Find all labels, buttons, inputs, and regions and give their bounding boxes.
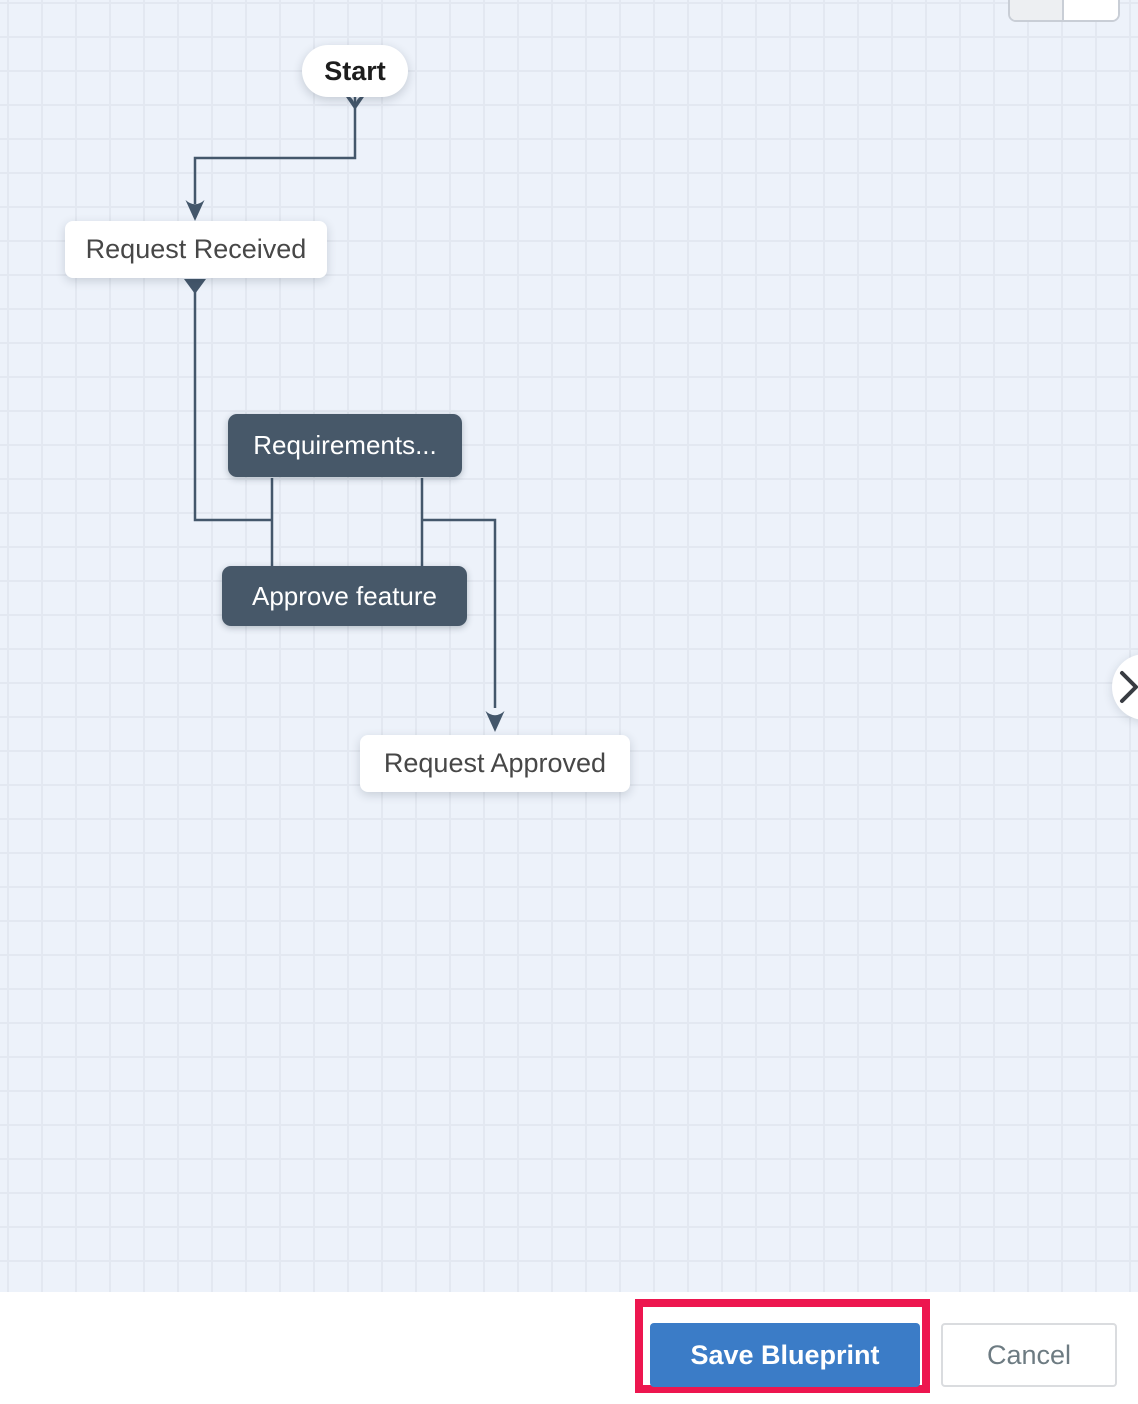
- canvas-zoom-control-left-button[interactable]: [1010, 0, 1065, 20]
- node-approve-feature[interactable]: Approve feature: [222, 566, 467, 626]
- request-received-output-port: [184, 279, 206, 294]
- arrowhead-into-request-received: [185, 200, 205, 221]
- node-request-approved[interactable]: Request Approved: [360, 735, 630, 792]
- cancel-button[interactable]: Cancel: [941, 1323, 1117, 1387]
- blueprint-canvas[interactable]: Start Request Received Requirements... A…: [0, 0, 1138, 1292]
- node-start-label: Start: [324, 55, 386, 86]
- node-request-approved-label: Request Approved: [383, 748, 607, 778]
- save-blueprint-button-label: Save Blueprint: [690, 1339, 880, 1370]
- arrowhead-into-request-approved: [485, 711, 505, 732]
- connector-request-received-branch: [193, 290, 272, 522]
- node-request-received-label: Request Received: [85, 234, 307, 264]
- node-request-received[interactable]: Request Received: [65, 221, 327, 278]
- expand-panel-button[interactable]: [1112, 654, 1138, 720]
- save-blueprint-button[interactable]: Save Blueprint: [650, 1323, 920, 1387]
- node-requirements-label: Requirements...: [253, 430, 437, 460]
- node-approve-feature-label: Approve feature: [251, 580, 437, 611]
- node-requirements[interactable]: Requirements...: [228, 414, 462, 477]
- canvas-zoom-control: [1008, 0, 1120, 22]
- node-start[interactable]: Start: [302, 45, 408, 97]
- connector-start-to-request-received: [193, 96, 357, 204]
- cancel-button-label: Cancel: [986, 1339, 1072, 1370]
- footer-bar: Save Blueprint Cancel: [0, 1292, 1138, 1404]
- highlight-annotation: [635, 1299, 930, 1393]
- connector-endpoints: [184, 94, 505, 732]
- canvas-zoom-control-right-button[interactable]: [1064, 0, 1118, 20]
- connector-layer: [184, 94, 505, 732]
- chevron-right-icon: [1120, 671, 1138, 703]
